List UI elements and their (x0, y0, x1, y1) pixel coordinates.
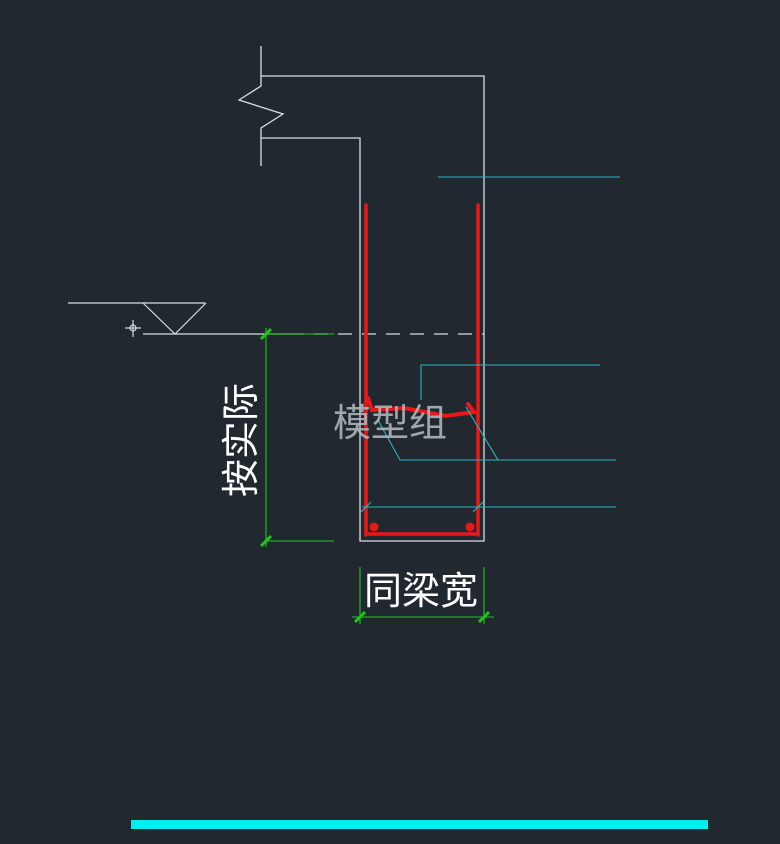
ground-line-group (68, 302, 290, 337)
vertical-dimension (259, 327, 334, 548)
leader-tick-left (360, 501, 372, 513)
leader-lines (360, 176, 620, 513)
vdim-tick-bottom (259, 534, 273, 548)
watermark: 模型组 (333, 401, 447, 445)
horizontal-dimension (352, 567, 494, 624)
beam-outline (237, 46, 485, 542)
leader-line-2 (420, 364, 600, 400)
rebar-dot-right (465, 522, 475, 532)
rebar-dot-left (369, 522, 379, 532)
hdim-tick-left (353, 610, 367, 624)
rebar-tie (366, 396, 478, 419)
slab-top-edge (261, 75, 485, 542)
break-line (237, 46, 285, 166)
hdim-tick-right (477, 610, 491, 624)
elevation-triangle (142, 302, 207, 335)
bottom-accent-bar (131, 820, 708, 829)
horizontal-dimension-label: 同梁宽 (364, 569, 478, 613)
leader-tick-right (472, 501, 484, 513)
leader-line-4 (465, 406, 499, 461)
vdim-tick-top (259, 327, 273, 341)
rebar-group (364, 203, 480, 537)
vertical-dimension-label: 按实际 (219, 383, 263, 497)
leader-line-3 (377, 419, 616, 461)
